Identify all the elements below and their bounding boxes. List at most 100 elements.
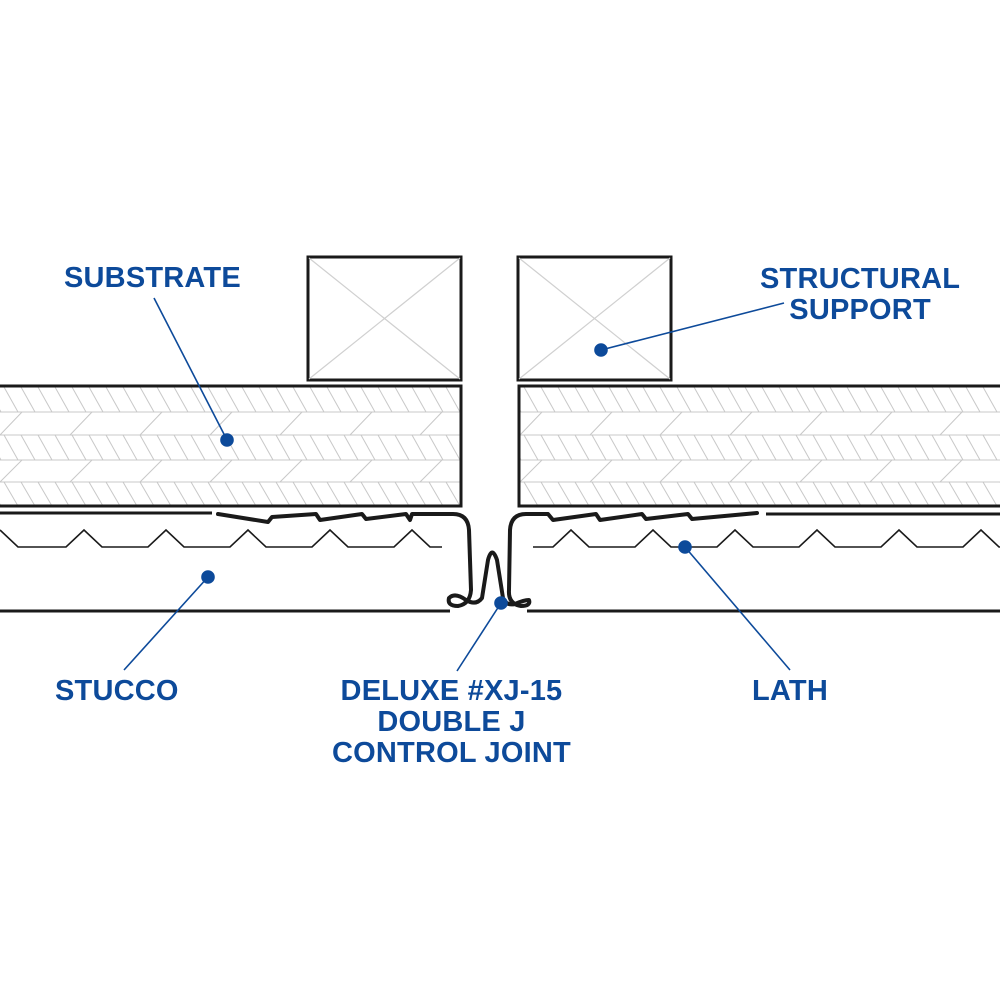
hatch-line: [419, 459, 443, 483]
hatch-line: [207, 387, 223, 413]
hatch-line: [156, 481, 172, 506]
hatch-line: [241, 481, 257, 506]
substrate-label: SUBSTRATE: [64, 263, 241, 294]
hatch-line: [20, 481, 36, 506]
hatch-line: [729, 459, 753, 483]
hatch-line: [693, 434, 709, 461]
hatch-line: [863, 481, 879, 506]
hatch-line: [880, 434, 896, 461]
control-joint-label-line-1: DELUXE #XJ-15: [340, 675, 563, 707]
hatch-line: [869, 411, 893, 436]
hatch-line: [156, 434, 172, 461]
hatch-line: [224, 481, 240, 506]
hatch-line: [761, 434, 777, 461]
hatch-line: [557, 387, 573, 413]
hatch-line: [982, 481, 998, 506]
hatch-line: [729, 411, 753, 436]
hatch-line: [625, 434, 641, 461]
hatch-line: [122, 387, 138, 413]
hatch-line: [897, 481, 913, 506]
hatch-line: [0, 459, 23, 483]
hatch-line: [241, 387, 257, 413]
hatch-line: [190, 434, 206, 461]
hatch-line: [523, 481, 539, 506]
hatch-line: [241, 434, 257, 461]
hatch-line: [0, 503, 2, 506]
hatch-line: [20, 387, 36, 413]
substrate-left: [0, 384, 512, 508]
hatch-line: [411, 387, 427, 413]
hatch-line: [343, 387, 359, 413]
hatch-line: [0, 409, 2, 413]
hatch-line: [761, 387, 777, 413]
hatch-line: [258, 434, 274, 461]
hatch-line: [948, 481, 964, 506]
hatch-line: [625, 481, 641, 506]
hatch-line: [761, 481, 777, 506]
structural-support-label-line-1: STRUCTURAL: [760, 263, 961, 295]
hatch-line: [292, 387, 308, 413]
hatch-line: [445, 434, 460, 461]
hatch-line: [463, 435, 477, 460]
stucco-face-lines: [0, 511, 1000, 613]
control-joint-profile: [216, 511, 759, 608]
hatch-line: [490, 460, 512, 482]
hatch-line: [710, 387, 726, 413]
hatch-line: [727, 481, 743, 506]
hatch-line: [744, 387, 760, 413]
lath-right: [533, 528, 1000, 548]
hatch-line: [428, 387, 444, 413]
hatch-line: [326, 387, 342, 413]
hatch-line: [965, 434, 981, 461]
hatch-line: [207, 434, 223, 461]
hatch-line: [394, 387, 410, 413]
stucco-leader: [123, 576, 209, 671]
hatch-line: [292, 434, 308, 461]
hatch-line: [394, 434, 410, 461]
hatch-line: [710, 434, 726, 461]
hatch-line: [846, 387, 862, 413]
stucco-label: STUCCO: [55, 676, 179, 707]
control-joint-label: DELUXE #XJ-15 DOUBLE J CONTROL JOINT: [332, 676, 571, 769]
hatch-line: [812, 481, 828, 506]
hatch-line: [419, 411, 443, 436]
hatch-line: [642, 387, 658, 413]
hatch-line: [258, 387, 274, 413]
substrate-label-line: SUBSTRATE: [64, 262, 241, 294]
hatch-line: [676, 434, 692, 461]
hatch-line: [139, 387, 155, 413]
hatch-line: [394, 481, 410, 506]
hatch-line: [897, 387, 913, 413]
hatch-line: [829, 481, 845, 506]
hatch-line: [939, 411, 963, 436]
hatch-line: [279, 459, 303, 483]
hatch-line: [965, 481, 981, 506]
hatch-line: [105, 434, 121, 461]
hatch-line: [625, 387, 641, 413]
hatch-line: [520, 411, 543, 436]
hatch-line: [490, 412, 512, 435]
hatch-line: [88, 387, 104, 413]
control-joint-leader: [456, 602, 502, 672]
hatch-line: [105, 387, 121, 413]
hatch-line: [190, 481, 206, 506]
hatch-line: [812, 387, 828, 413]
hatch-line: [799, 411, 823, 436]
hatch-line: [275, 481, 291, 506]
hatch-line: [727, 434, 743, 461]
hatch-line: [71, 434, 87, 461]
hatch-line: [292, 481, 308, 506]
hatch-line: [931, 481, 947, 506]
hatch-line: [608, 387, 624, 413]
hatch-line: [209, 459, 233, 483]
hatch-line: [360, 387, 376, 413]
substrate-dot: [220, 433, 234, 447]
hatch-line: [139, 434, 155, 461]
hatch-line: [377, 387, 393, 413]
lath-leader: [684, 546, 791, 671]
lath-dot: [678, 540, 692, 554]
hatch-line: [982, 387, 998, 413]
hatch-line: [642, 481, 658, 506]
hatch-line: [20, 434, 36, 461]
hatch-line: [880, 481, 896, 506]
